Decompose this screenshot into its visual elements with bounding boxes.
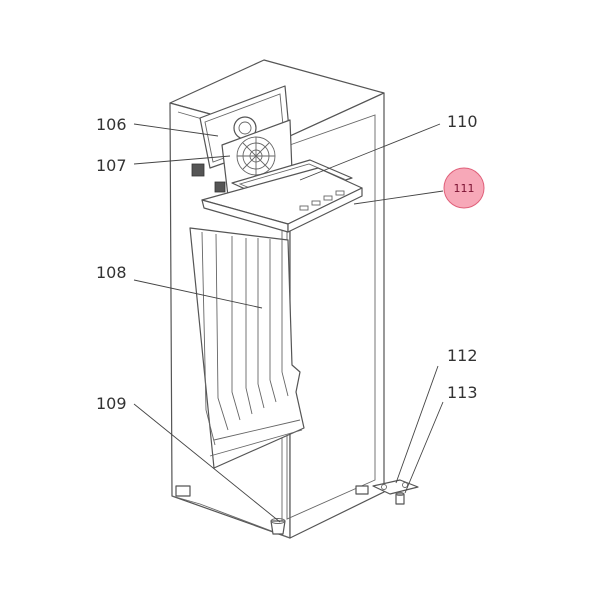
callout-109[interactable]: 109 <box>96 394 127 413</box>
part-108-evaporator-panel <box>189 227 305 469</box>
callout-110[interactable]: 110 <box>447 112 478 131</box>
part-113-pin <box>395 491 405 505</box>
callout-112[interactable]: 112 <box>447 346 478 365</box>
part-109-foot <box>270 518 286 535</box>
callout-111-badge[interactable]: 111 <box>443 167 485 209</box>
part-111-shelf-panel <box>201 167 363 233</box>
callout-108[interactable]: 108 <box>96 263 127 282</box>
callout-labels: 106 107 108 109 110 111 112 113 <box>96 112 485 413</box>
highlight-circle <box>443 167 485 209</box>
leader-lines <box>133 123 444 523</box>
callout-113[interactable]: 113 <box>447 383 478 402</box>
callout-107[interactable]: 107 <box>96 156 127 175</box>
callout-111[interactable]: 111 <box>454 182 475 195</box>
callout-106[interactable]: 106 <box>96 115 127 134</box>
part-112-hinge <box>372 479 419 495</box>
